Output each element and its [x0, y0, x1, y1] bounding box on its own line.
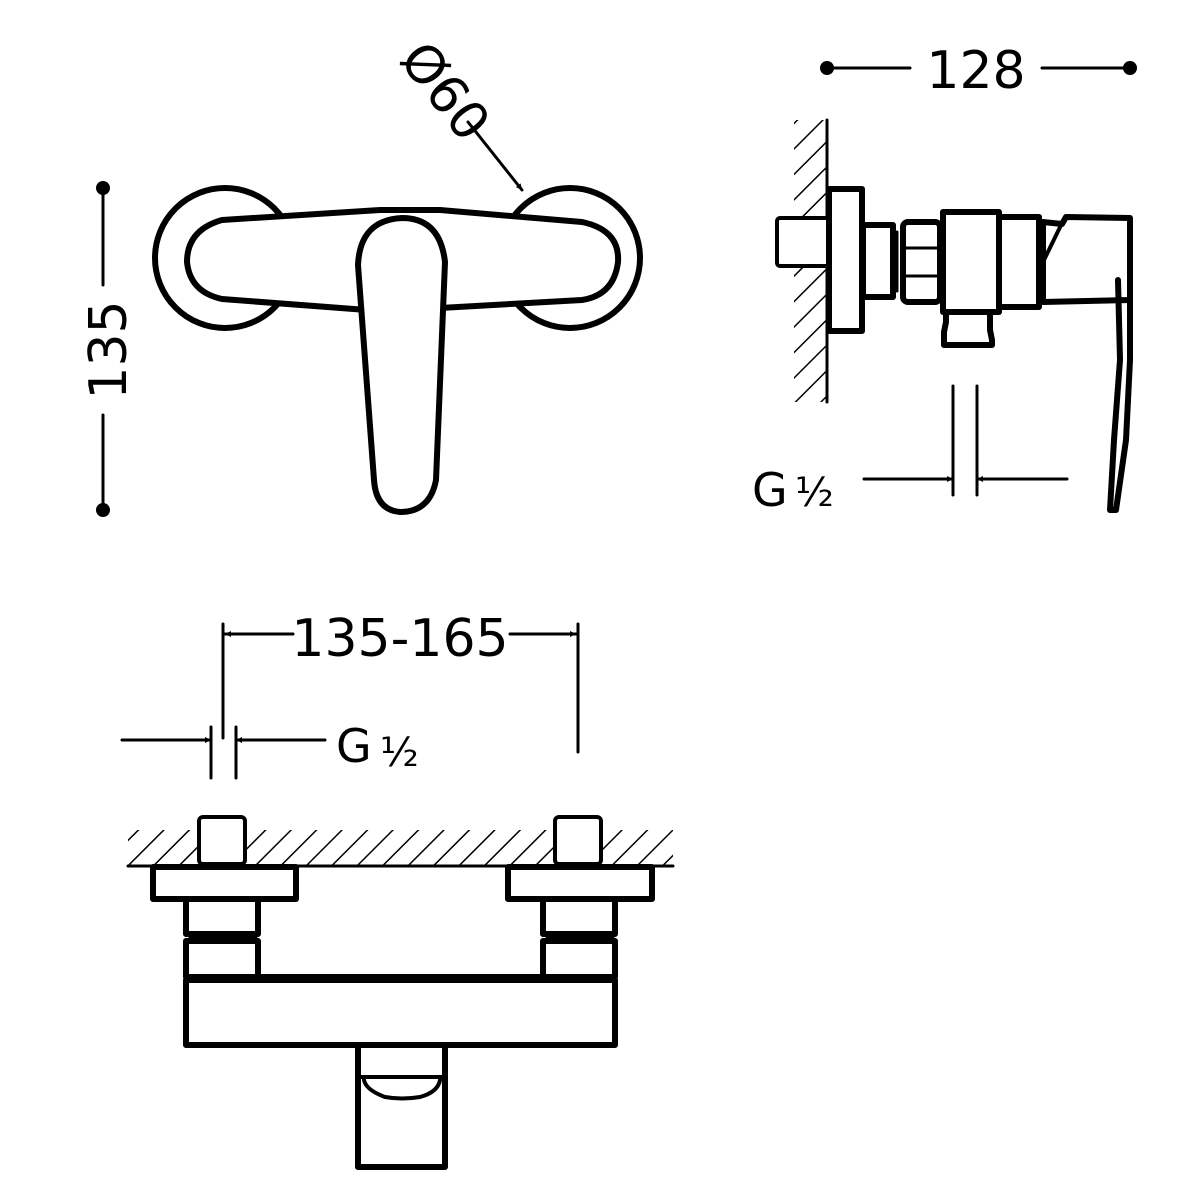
centers-dimension: 135-165	[221, 609, 580, 754]
union-nut	[900, 219, 943, 305]
diameter-callout: Ø60	[388, 31, 524, 192]
left-eccentric	[183, 896, 261, 937]
right-pipe-stub	[553, 815, 603, 866]
valve-body	[940, 209, 1002, 315]
height-label: 135	[79, 300, 139, 399]
top-view: 135-165 G ½	[120, 609, 675, 1170]
side-thread-fraction: ½	[795, 470, 834, 516]
diameter-label: Ø60	[388, 31, 501, 152]
outlet-connector	[941, 309, 995, 348]
escutcheon-plate	[826, 186, 865, 334]
eccentric-connector	[860, 222, 896, 300]
front-view: 135 Ø60	[79, 31, 643, 517]
side-view: 128 G ½	[752, 41, 1137, 517]
lever-handle	[355, 215, 448, 515]
pipe-stub	[775, 216, 831, 268]
valve-collar	[996, 214, 1042, 310]
depth-label: 128	[926, 41, 1025, 101]
lever-blade-side	[1107, 277, 1133, 513]
right-escutcheon-top	[505, 864, 655, 902]
depth-dimension: 128	[820, 41, 1137, 101]
right-nut	[540, 938, 618, 980]
top-thread-fraction: ½	[380, 730, 419, 776]
side-thread-dimension: G ½	[752, 384, 1069, 517]
right-eccentric	[540, 896, 618, 937]
mixer-body-top	[183, 977, 618, 1048]
top-thread-dimension: G ½	[120, 719, 419, 780]
left-pipe-stub	[197, 815, 247, 866]
left-nut	[183, 938, 261, 980]
height-dimension: 135	[79, 181, 139, 517]
side-thread-letter: G	[752, 463, 788, 517]
left-escutcheon-top	[150, 864, 299, 902]
top-thread-letter: G	[336, 719, 372, 773]
lever-top	[355, 1042, 448, 1170]
centers-label: 135-165	[291, 609, 508, 669]
